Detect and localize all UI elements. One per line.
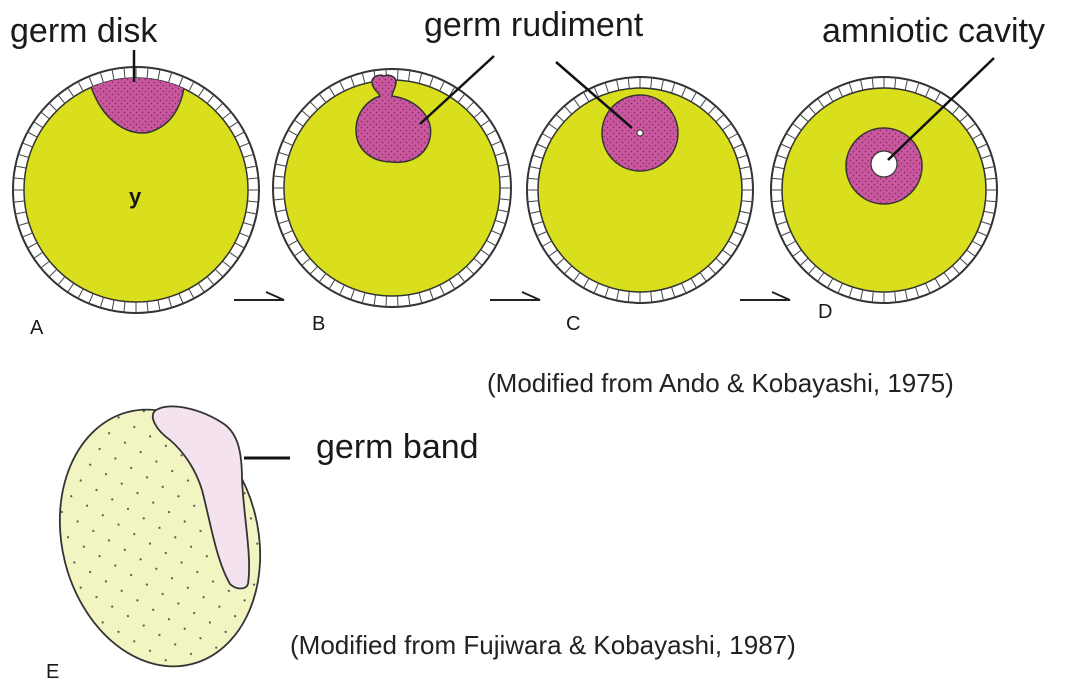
label-stage-c: C xyxy=(566,313,580,335)
label-germ-rudiment: germ rudiment xyxy=(424,6,644,44)
label-amniotic-cavity: amniotic cavity xyxy=(822,12,1045,50)
label-stage-e: E xyxy=(46,661,59,682)
label-stage-a: A xyxy=(30,317,44,339)
egg-b xyxy=(273,69,511,307)
label-stage-b: B xyxy=(312,313,325,335)
chorion-tick xyxy=(398,296,399,307)
label-germ-band: germ band xyxy=(316,428,479,466)
label-germ-disk: germ disk xyxy=(10,12,158,50)
egg-e xyxy=(33,388,286,682)
germ-rudiment-c-pore xyxy=(637,130,643,136)
label-yolk: y xyxy=(129,184,142,209)
progression-arrow-icon xyxy=(234,292,284,300)
citation-fujiwara-kobayashi: (Modified from Fujiwara & Kobayashi, 198… xyxy=(290,630,796,660)
citation-ando-kobayashi: (Modified from Ando & Kobayashi, 1975) xyxy=(487,368,954,398)
progression-arrow-icon xyxy=(740,292,790,300)
progression-arrow-icon xyxy=(490,292,540,300)
label-stage-d: D xyxy=(818,301,832,323)
egg-d xyxy=(771,77,997,303)
chorion-tick xyxy=(398,69,399,80)
chorion-tick xyxy=(386,296,387,307)
egg-c xyxy=(527,77,753,303)
